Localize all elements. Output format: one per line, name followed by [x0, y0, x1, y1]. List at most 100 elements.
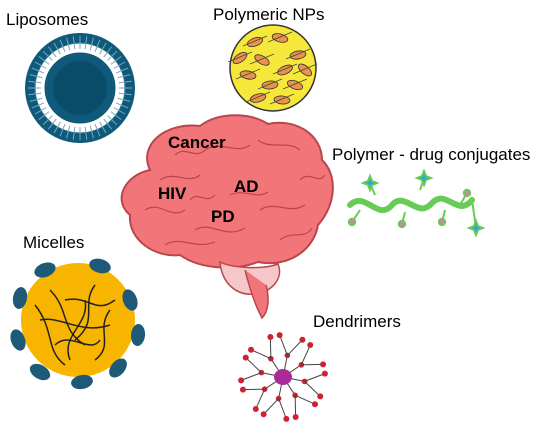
brain-fold — [279, 227, 313, 241]
lipid-tail — [38, 55, 50, 65]
dendrimer-branch — [245, 357, 262, 373]
drug-star — [360, 173, 380, 193]
polymer-strand — [267, 31, 293, 43]
polymer-strand — [257, 78, 283, 90]
lipid-tail — [53, 42, 61, 55]
lipid-tail — [99, 42, 107, 55]
micelle-core — [21, 263, 135, 377]
dendrimer-node — [239, 386, 246, 393]
label-polymer-drug-conjugates: Polymer - drug conjugates — [332, 145, 531, 164]
end-bead — [347, 217, 357, 227]
lipid-tail — [47, 118, 57, 130]
brain-fold — [204, 144, 251, 151]
label-dendrimers: Dendrimers — [313, 312, 401, 331]
dendrimer-branch — [304, 373, 326, 382]
micelle-headgroup — [12, 287, 28, 309]
polymer-strand — [235, 68, 261, 80]
lipid-tail — [72, 36, 76, 50]
label-liposomes: Liposomes — [6, 10, 89, 29]
micelle-chain — [39, 318, 111, 329]
polymer-particle — [239, 70, 257, 80]
brain-fold — [229, 191, 269, 196]
dendrimer-node — [242, 354, 249, 361]
dendrimer-branch — [250, 349, 272, 360]
lipid-tail — [118, 80, 132, 84]
dendrimer-illustration — [238, 332, 328, 422]
polymer-strand — [272, 63, 298, 75]
dendrimer-node — [252, 405, 259, 412]
drug-star — [414, 168, 434, 188]
polymer-strand — [245, 91, 271, 103]
dendrimer-node — [261, 386, 268, 392]
micelle-chain — [54, 339, 101, 346]
dendrimer-node — [299, 336, 306, 343]
dendrimer-branch — [278, 398, 287, 420]
polymer-strand — [292, 63, 318, 75]
micelle-headgroup — [29, 363, 51, 381]
polymer-drug-conjugate-illustration — [347, 168, 486, 238]
micelle-headgroup — [122, 289, 138, 311]
polymer-strand — [227, 51, 253, 63]
lipid-tail — [59, 39, 66, 53]
lipid-tail — [34, 107, 47, 115]
polymer-particle — [297, 63, 313, 77]
polymer-strand — [249, 53, 275, 65]
lipid-tail — [103, 46, 113, 58]
lipid-tail — [53, 121, 61, 134]
lipid-tail — [89, 37, 94, 51]
lipid-tail — [47, 46, 57, 58]
dendrimer-node — [320, 361, 327, 368]
lipid-tail — [99, 121, 107, 134]
lipid-tail — [42, 115, 53, 126]
micelle-chain — [49, 289, 86, 346]
lipid-tail — [31, 67, 45, 74]
lipid-tail — [31, 102, 45, 109]
lipid-tail — [28, 92, 42, 96]
label-ad: AD — [234, 177, 259, 196]
dendrimer-node — [268, 355, 274, 362]
brain-fold — [144, 206, 186, 214]
label-pd: PD — [211, 207, 235, 226]
lipid-tail — [59, 123, 66, 137]
polymeric-np-illustration — [227, 24, 318, 112]
lipid-tail — [113, 61, 126, 69]
brain-stem — [244, 269, 269, 320]
label-polymeric-nps: Polymeric NPs — [213, 5, 325, 24]
brain-fold — [259, 204, 306, 211]
lipid-tail — [42, 50, 53, 61]
lipid-tail — [29, 74, 43, 79]
polymer-strand — [242, 35, 268, 47]
brain-illustration — [120, 114, 334, 320]
brain-cerebrum — [120, 114, 334, 269]
micelle-chain — [67, 299, 87, 361]
liposome-illustration — [25, 33, 135, 143]
dendrimer-node — [238, 377, 245, 384]
lipid-tail — [34, 61, 47, 69]
polymer-strand — [285, 48, 311, 60]
dendrimer-branch — [263, 398, 279, 415]
dendrimer-node — [260, 411, 267, 418]
dendrimer-branch — [304, 381, 321, 397]
dendrimer-core — [274, 369, 292, 385]
lipid-tail — [117, 74, 131, 79]
polymer-strand — [269, 93, 295, 105]
lipid-tail — [72, 126, 76, 140]
polymer-particle — [273, 95, 291, 105]
polymer-particle — [289, 50, 307, 60]
end-bead — [437, 217, 447, 227]
lipid-tail — [115, 102, 129, 109]
label-micelles: Micelles — [23, 233, 85, 252]
dendrimer-branch — [240, 372, 262, 381]
micelle-chain — [64, 298, 116, 307]
dendrimer-node — [292, 414, 299, 421]
polymer-particle — [254, 54, 270, 66]
dendrimer-branch — [255, 388, 266, 410]
brain-fold — [174, 149, 206, 156]
micelle-chain — [34, 304, 66, 366]
label-hiv: HIV — [158, 184, 187, 203]
lipid-tail — [66, 125, 71, 139]
lipid-tail — [84, 126, 88, 140]
lipid-tail — [89, 125, 94, 139]
